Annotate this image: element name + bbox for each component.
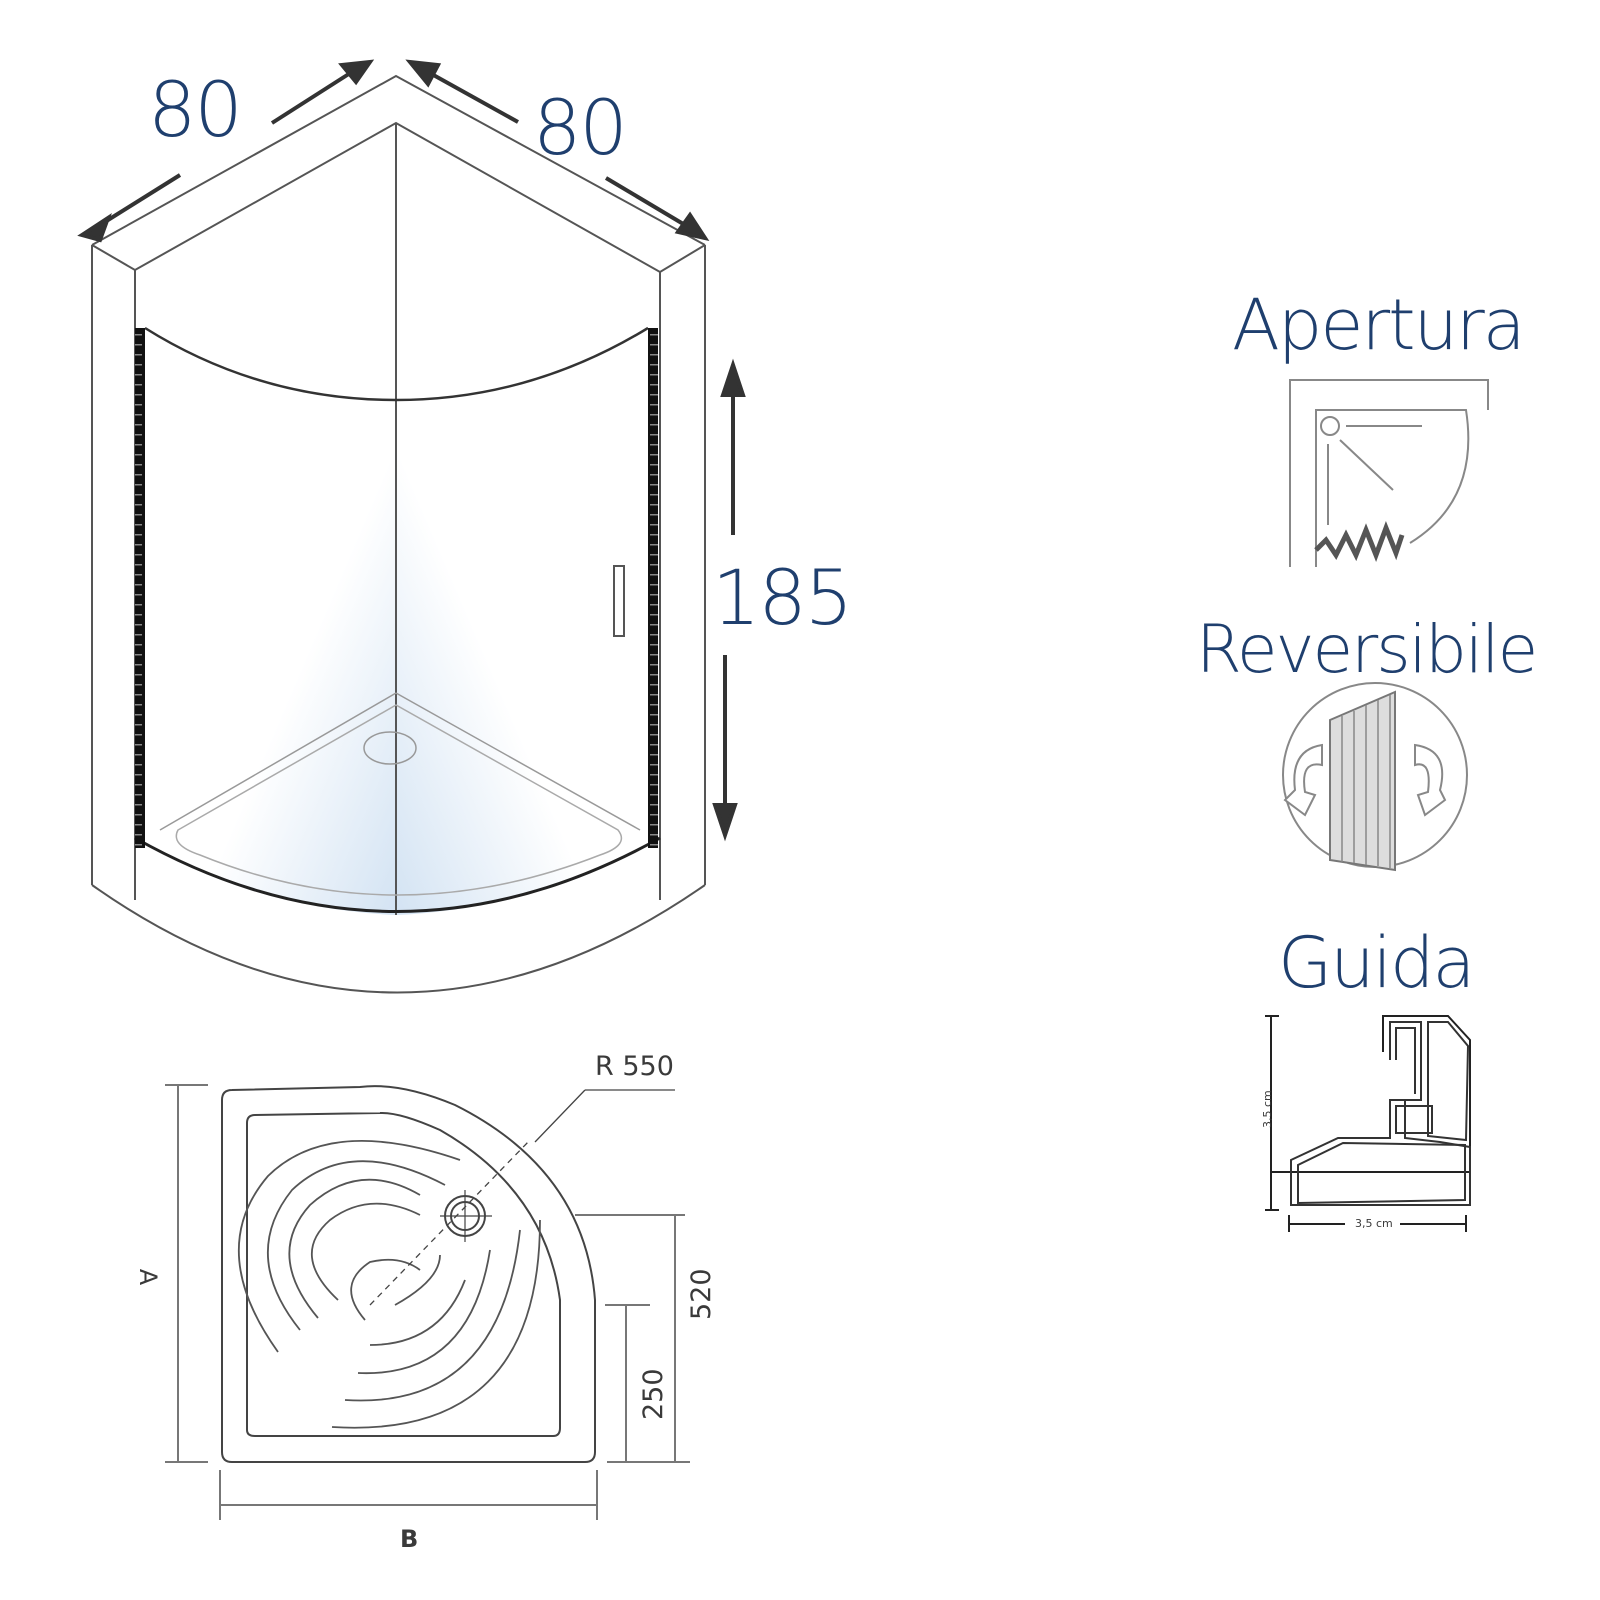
feature-title-reversibile: Reversibile (1196, 611, 1538, 688)
guide-width-label: 3,5 cm (1355, 1217, 1393, 1230)
height-label: 185 (712, 553, 853, 642)
width-left-label: 80 (148, 65, 243, 154)
radius-label: R 550 (595, 1051, 674, 1082)
feature-title-apertura: Apertura (1232, 284, 1526, 366)
width-right-label: 80 (533, 83, 628, 172)
side-b-label: B (400, 1525, 419, 1553)
guide-height-label: 3,5 cm (1261, 1090, 1274, 1128)
feature-title-guida: Guida (1278, 922, 1475, 1004)
